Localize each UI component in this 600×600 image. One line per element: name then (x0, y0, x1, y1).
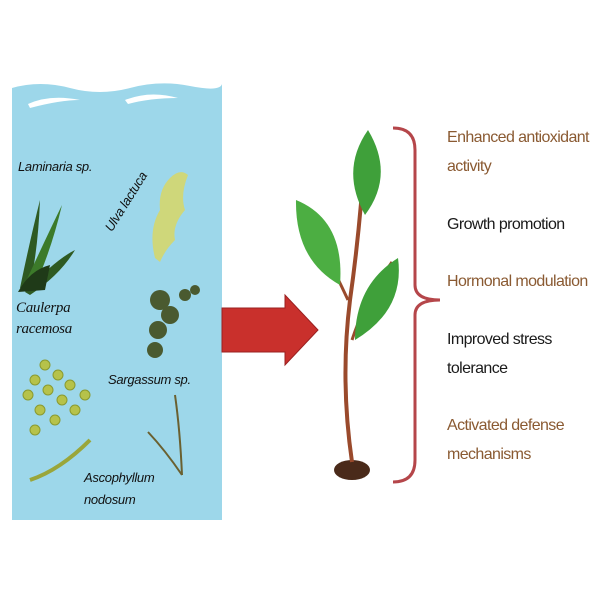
label-ascophyllum-1: Ascophyllum (84, 470, 155, 485)
wave-icon (28, 97, 80, 108)
benefit-line: activity (447, 158, 492, 175)
ulva-seaweed-icon (152, 172, 188, 262)
benefit-hormonal: Hormonal modulation (447, 273, 588, 290)
benefit-antioxidant: Enhanced antioxidant activity (447, 123, 590, 181)
wave-icon (125, 94, 178, 104)
caulerpa-seaweed-icon (22, 359, 92, 482)
benefit-growth: Growth promotion (447, 216, 565, 233)
benefit-defense: Activated defense mechanisms (447, 411, 565, 469)
benefit-line: Activated defense (447, 417, 565, 434)
ascophyllum-seaweed-icon (147, 394, 183, 476)
label-caulerpa-2: racemosa (16, 321, 72, 337)
benefit-line: tolerance (447, 360, 508, 377)
label-ascophyllum-2: nodosum (84, 492, 136, 507)
benefit-line: Enhanced antioxidant (447, 129, 590, 146)
sargassum-seaweed-icon (147, 285, 200, 358)
label-laminaria: Laminaria sp. (18, 159, 93, 174)
brace-icon (392, 126, 441, 484)
label-caulerpa-1: Caulerpa (16, 300, 71, 316)
arrow-icon (221, 293, 319, 367)
label-sargassum: Sargassum sp. (108, 372, 191, 387)
benefit-stress: Improved stress tolerance (447, 325, 552, 383)
plant-icon (295, 130, 399, 480)
benefit-line: mechanisms (447, 446, 531, 463)
laminaria-seaweed-icon (18, 200, 75, 295)
benefit-line: Improved stress (447, 331, 552, 348)
